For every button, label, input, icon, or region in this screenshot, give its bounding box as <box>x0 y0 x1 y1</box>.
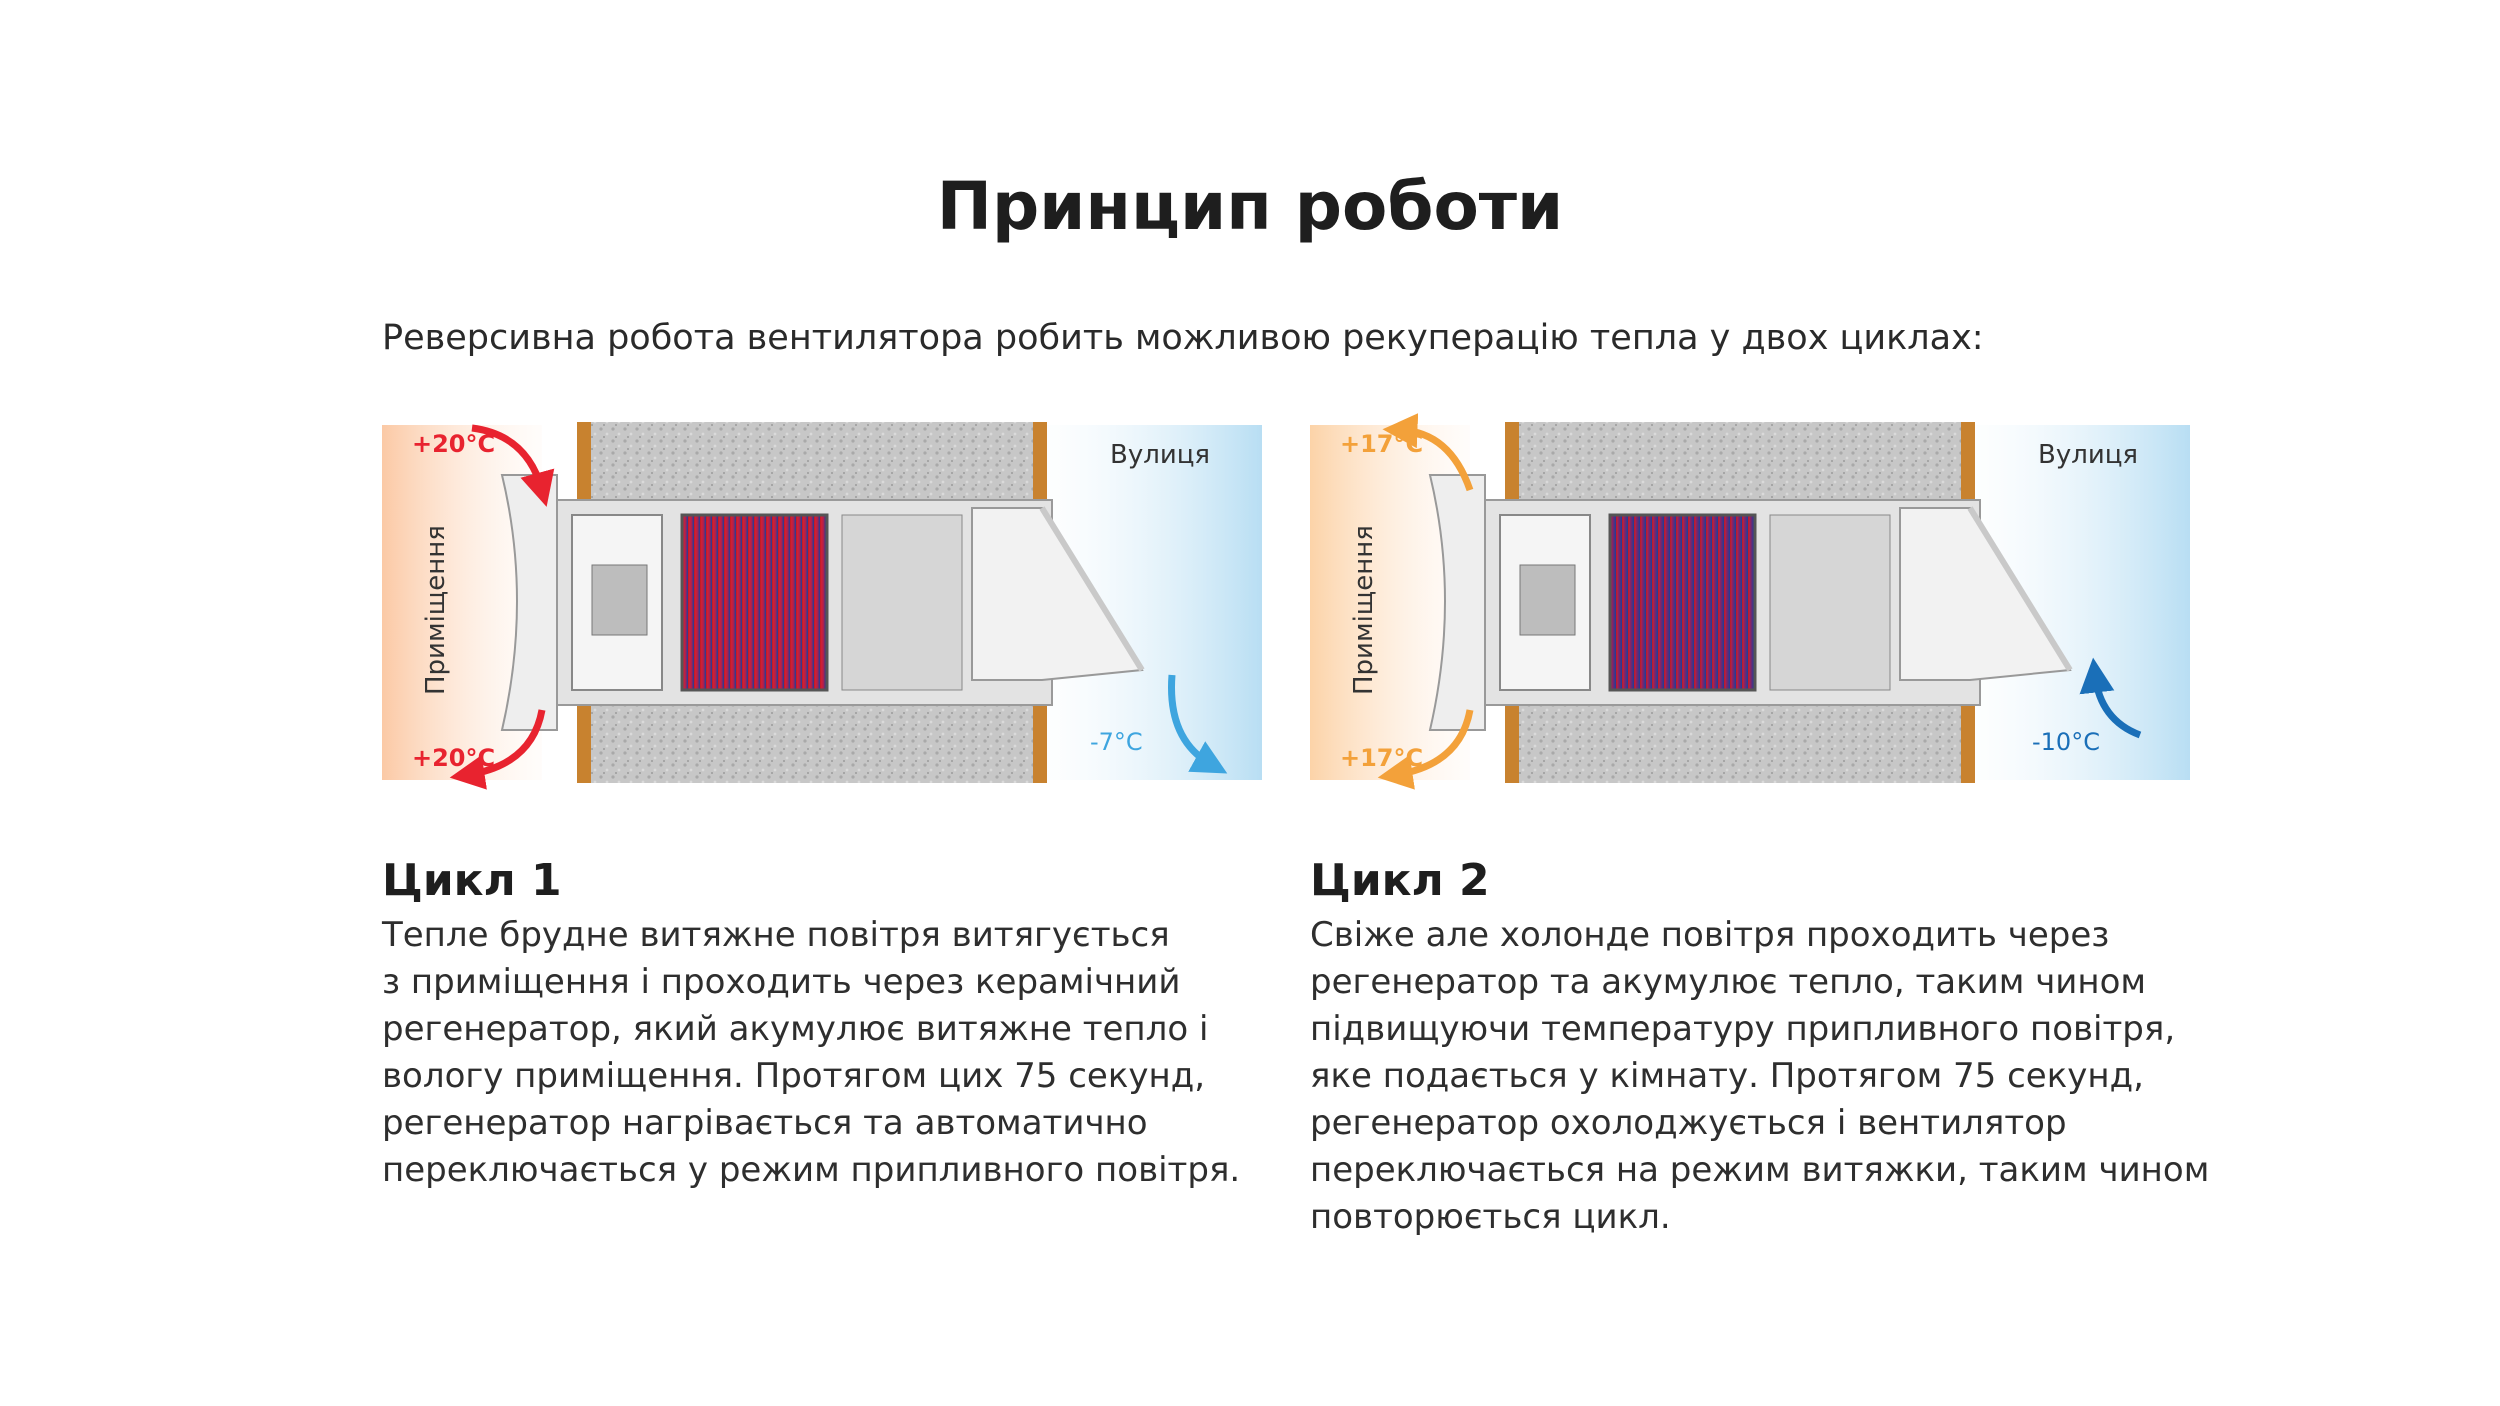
cycle-1-line: переключається у режим припливного повіт… <box>382 1150 1241 1190</box>
cycle-2-line: переключається на режим витяжки, таким ч… <box>1310 1150 2210 1190</box>
cycle-1-line: Тепле брудне витяжне повітря витягується <box>382 915 1170 955</box>
street-hood <box>971 507 1144 681</box>
street-label: Вулиця <box>1110 440 1210 470</box>
ceramic-regenerator <box>680 513 829 692</box>
supply-air-arrow-bottom <box>1377 709 1474 790</box>
room-label: Приміщення <box>421 525 451 695</box>
cycle-2-line: повторюється цикл. <box>1310 1197 1671 1237</box>
cycle-1-line: регенератор, який акумулює витяжне тепло… <box>382 1009 1209 1049</box>
cold-air-arrow <box>2079 657 2142 739</box>
cycle-2-line: яке подається у кімнату. Протягом 75 сек… <box>1310 1056 2144 1096</box>
supply-air-arrow-top <box>1382 413 1474 492</box>
temp-street: -7°C <box>1090 728 1143 756</box>
ceramic-regenerator <box>1608 513 1757 692</box>
cycle-2-line: Свіже але холонде повітря проходить чере… <box>1310 915 2110 955</box>
temp-room-top: +20°C <box>412 430 495 458</box>
street-hood <box>1899 507 2072 681</box>
cycle-1-line: з приміщення і проходить через керамічни… <box>382 962 1181 1002</box>
wall-bottom <box>577 705 1047 783</box>
temp-room-top: +17°C <box>1340 430 1423 458</box>
warm-air-arrow-bottom <box>449 709 546 790</box>
temp-street: -10°C <box>2032 728 2100 756</box>
room-grille <box>500 474 558 731</box>
wall-top <box>1505 422 1975 500</box>
cycle-2-title: Цикл 2 <box>1310 855 1490 906</box>
room-grille <box>1428 474 1486 731</box>
cold-air-arrow <box>1168 674 1228 774</box>
wall-bottom <box>1505 705 1975 783</box>
temp-room-bottom: +17°C <box>1340 744 1423 772</box>
cycle-1-title: Цикл 1 <box>382 855 562 906</box>
cycle-1-diagram: +20°C +20°C -7°C Вулиця Приміщення <box>382 422 1262 790</box>
cycle-2-description: Свіже але холонде повітря проходить чере… <box>1310 912 2209 1241</box>
temp-room-bottom: +20°C <box>412 744 495 772</box>
street-label: Вулиця <box>2038 440 2138 470</box>
page-title: Принцип роботи <box>936 168 1564 245</box>
cycle-1-line: вологу приміщення. Протягом цих 75 секун… <box>382 1056 1206 1096</box>
wall-top <box>577 422 1047 500</box>
cycle-1-line: регенератор нагрівається та автоматично <box>382 1103 1148 1143</box>
cycle-1-description: Тепле брудне витяжне повітря витягується… <box>382 912 1240 1194</box>
warm-air-arrow-top <box>471 424 555 507</box>
cycle-2-diagram: +17°C +17°C -10°C Вулиця Приміщення <box>1310 413 2190 790</box>
cycle-2-line: регенератор та акумулює тепло, таким чин… <box>1310 962 2147 1002</box>
intro-text: Реверсивна робота вентилятора робить мож… <box>382 318 1984 358</box>
cycle-2-line: регенератор охолоджується і вентилятор <box>1310 1103 2067 1143</box>
cycle-2-line: підвищуючи температуру припливного повіт… <box>1310 1009 2176 1049</box>
room-label: Приміщення <box>1349 525 1379 695</box>
